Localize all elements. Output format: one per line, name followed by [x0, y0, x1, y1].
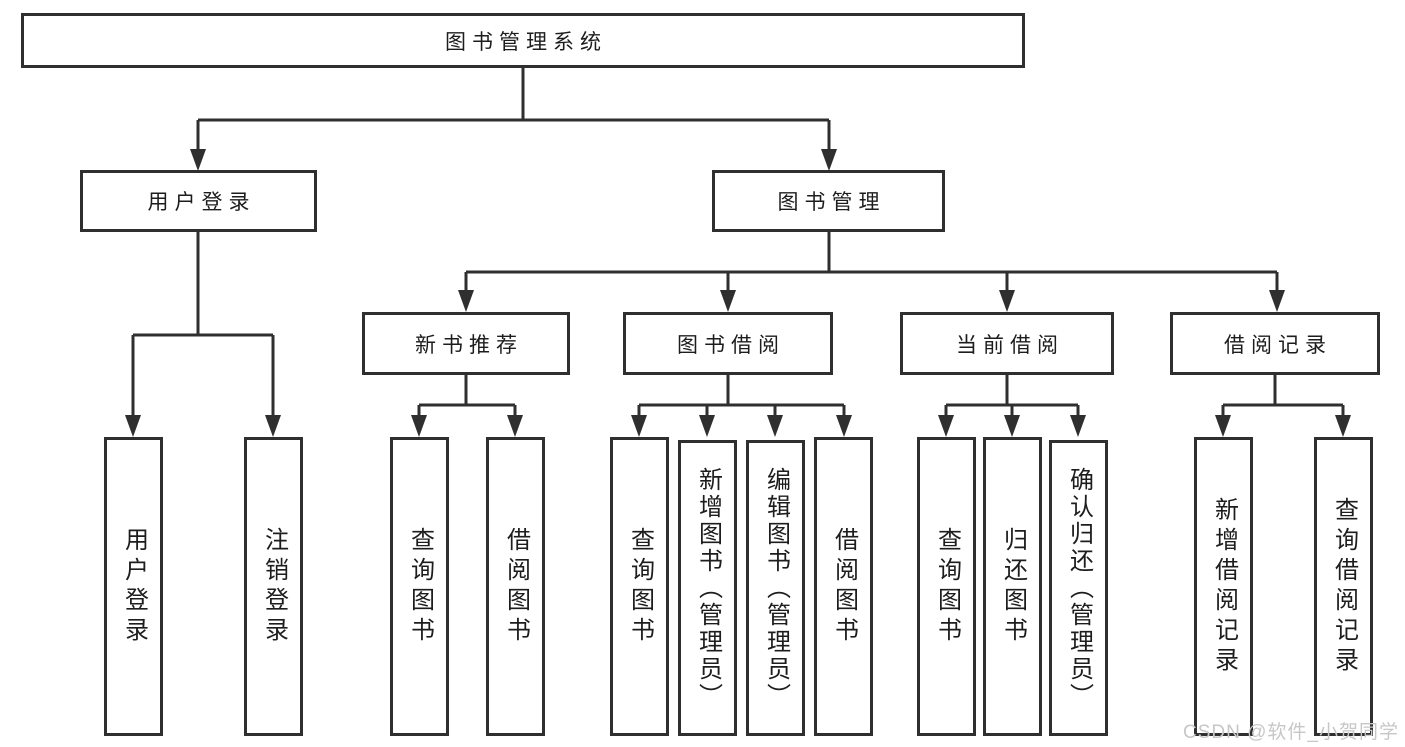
- node-new-book-recommend: 新书推荐: [362, 312, 570, 375]
- arrowhead-icon: [411, 415, 427, 437]
- leaf-edit-book-admin: 编辑图书（管理员）: [746, 440, 805, 736]
- leaf-confirm-return-admin-label: 确认归还（管理员）: [1065, 466, 1093, 710]
- arrowhead-icon: [1269, 290, 1285, 312]
- leaf-query-borrow-record: 查询借阅记录: [1314, 437, 1373, 736]
- branch-user-login: [125, 232, 281, 437]
- arrowhead-icon: [190, 149, 206, 171]
- branch-book-borrow: [631, 375, 852, 437]
- arrowhead-icon: [699, 415, 715, 437]
- leaf-logout: 注销登录: [244, 437, 303, 736]
- arrowhead-icon: [821, 149, 837, 171]
- leaf-user-login: 用户登录: [104, 437, 163, 736]
- arrowhead-icon: [1215, 415, 1231, 437]
- arrowhead-icon: [507, 415, 523, 437]
- branch-root-to-level2: [190, 68, 837, 171]
- watermark: CSDN @软件_小贺同学: [1183, 722, 1399, 743]
- node-book-management: 图书管理: [712, 170, 945, 232]
- leaf-borrow-books-recommend: 借阅图书: [486, 437, 545, 736]
- node-borrow-record: 借阅记录: [1170, 312, 1380, 375]
- arrowhead-icon: [1070, 415, 1086, 437]
- leaf-return-book-label: 归还图书: [999, 526, 1027, 647]
- leaf-confirm-return-admin: 确认归还（管理员）: [1049, 440, 1108, 736]
- leaf-add-borrow-record-label: 新增借阅记录: [1210, 496, 1238, 677]
- leaf-query-books-recommend-label: 查询图书: [406, 526, 434, 647]
- leaf-query-books-current-label: 查询图书: [933, 526, 961, 647]
- leaf-add-borrow-record: 新增借阅记录: [1194, 437, 1253, 736]
- leaf-query-borrow-record-label: 查询借阅记录: [1330, 496, 1358, 677]
- leaf-user-login-label: 用户登录: [120, 526, 148, 647]
- leaf-query-books-recommend: 查询图书: [390, 437, 449, 736]
- arrowhead-icon: [836, 415, 852, 437]
- node-user-login-label: 用户登录: [147, 191, 256, 214]
- node-new-book-recommend-label: 新书推荐: [415, 333, 523, 357]
- node-borrow-record-label: 借阅记录: [1224, 333, 1332, 357]
- node-book-management-label: 图书管理: [777, 191, 886, 214]
- arrowhead-icon: [125, 415, 141, 437]
- node-root-system: 图书管理系统: [21, 13, 1025, 68]
- node-current-borrow: 当前借阅: [900, 312, 1114, 375]
- leaf-borrow-books-label: 借阅图书: [830, 526, 858, 647]
- node-user-login: 用户登录: [80, 170, 317, 232]
- leaf-query-books-borrow-label: 查询图书: [626, 526, 654, 647]
- leaf-edit-book-admin-label: 编辑图书（管理员）: [762, 466, 790, 710]
- leaf-add-book-admin: 新增图书（管理员）: [678, 440, 737, 736]
- leaf-logout-label: 注销登录: [260, 526, 288, 647]
- arrowhead-icon: [458, 290, 474, 312]
- arrowhead-icon: [767, 415, 783, 437]
- branch-book-management: [458, 232, 1285, 312]
- arrowhead-icon: [999, 290, 1015, 312]
- arrowhead-icon: [631, 415, 647, 437]
- arrowhead-icon: [1004, 415, 1020, 437]
- arrowhead-icon: [1335, 415, 1351, 437]
- branch-new-book: [411, 375, 523, 437]
- leaf-query-books-borrow: 查询图书: [610, 437, 669, 736]
- branch-current-borrow: [938, 375, 1086, 437]
- arrowhead-icon: [938, 415, 954, 437]
- leaf-borrow-books: 借阅图书: [814, 437, 873, 736]
- node-current-borrow-label: 当前借阅: [956, 333, 1064, 357]
- branch-borrow-record: [1215, 375, 1351, 437]
- leaf-return-book: 归还图书: [983, 437, 1042, 736]
- leaf-add-book-admin-label: 新增图书（管理员）: [694, 466, 722, 710]
- node-book-borrow: 图书借阅: [623, 312, 833, 375]
- leaf-borrow-books-recommend-label: 借阅图书: [502, 526, 530, 647]
- node-root-label: 图书管理系统: [445, 30, 607, 54]
- leaf-query-books-current: 查询图书: [917, 437, 976, 736]
- arrowhead-icon: [720, 290, 736, 312]
- node-book-borrow-label: 图书借阅: [677, 333, 785, 357]
- arrowhead-icon: [265, 415, 281, 437]
